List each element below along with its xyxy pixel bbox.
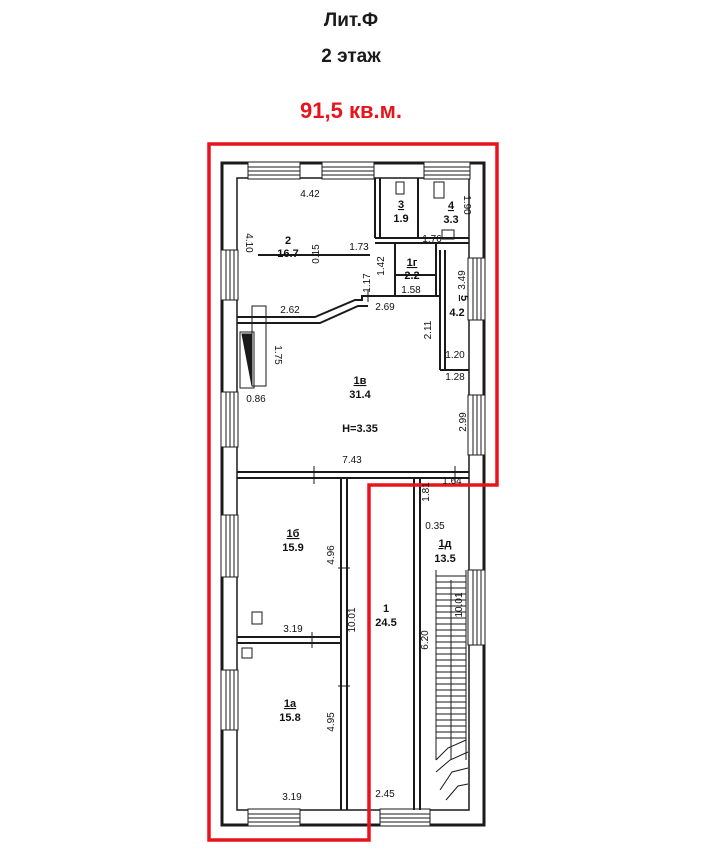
dim-label: 10.01 (454, 592, 465, 617)
room-1d-area: 13.5 (434, 553, 455, 565)
room-2-area: 16.7 (277, 248, 298, 260)
dim-label: 1.73 (349, 242, 369, 253)
room-4-area: 3.3 (443, 214, 458, 226)
fixtures (239, 181, 456, 687)
dim-label: 4.96 (326, 545, 337, 565)
dim-label: 10.01 (347, 607, 358, 632)
dim-label: 3.49 (457, 270, 468, 290)
room-1d-id: 1д (438, 538, 451, 550)
windows (220, 161, 486, 827)
dim-label: 2.62 (280, 305, 300, 316)
dimension-labels: 4.42 1.90 4.10 0.15 1.73 1.76 1.42 1.17 … (243, 189, 472, 803)
dim-label: 3.19 (282, 792, 302, 803)
dim-label: 2.45 (375, 789, 395, 800)
dim-label: 4.42 (300, 189, 320, 200)
dim-label: 1.81 (421, 482, 432, 502)
dim-label: 1.75 (272, 345, 283, 365)
room-1v-id: 1в (354, 375, 367, 387)
floor-title: 2 этаж (321, 46, 381, 67)
dim-label: 4.10 (243, 233, 254, 253)
room-3-area: 1.9 (393, 213, 408, 225)
dim-label: 2.99 (458, 412, 469, 432)
dim-label: 1.42 (376, 256, 387, 276)
dim-label: 1.28 (445, 372, 465, 383)
dim-label: 3.19 (283, 624, 303, 635)
room-1a-id: 1а (284, 698, 297, 710)
room-1b-id: 1б (287, 528, 300, 540)
room-1b-area: 15.9 (282, 542, 303, 554)
room-labels: 2 16.7 3 1.9 4 3.3 1г 2.2 5 4.2 1в 31.4 … (277, 199, 470, 724)
dim-label: 2.69 (375, 302, 395, 313)
dim-label: 1.20 (445, 350, 465, 361)
dim-label: 4.95 (326, 712, 337, 732)
interior-walls (237, 178, 469, 810)
dim-label: 1.90 (461, 195, 472, 215)
dim-label: 0.86 (246, 394, 266, 405)
room-3-id: 3 (398, 199, 404, 211)
room-1-id: 1 (383, 603, 389, 615)
dim-label: 1.64 (442, 476, 462, 487)
room-1a-area: 15.8 (279, 712, 300, 724)
area-label: 91,5 кв.м. (300, 98, 402, 123)
room-4-id: 4 (448, 200, 455, 212)
ceiling-height: H=3.35 (342, 423, 378, 435)
room-1g-area: 2.2 (404, 270, 419, 282)
room-5-id: 5 (458, 295, 470, 301)
dim-label: 1.76 (422, 234, 442, 245)
dim-label: 7.43 (342, 455, 362, 466)
building-title: Лит.Ф (323, 10, 379, 31)
dim-label: 2.11 (423, 320, 434, 339)
room-5-area: 4.2 (449, 307, 464, 319)
dim-label: 0.15 (311, 244, 322, 264)
room-2-id: 2 (285, 235, 291, 247)
dim-label: 1.58 (401, 285, 421, 296)
staircase (435, 570, 469, 801)
dim-label: 6.20 (420, 630, 431, 650)
dim-label: 0.35 (425, 521, 445, 532)
dim-label: 1.17 (362, 273, 373, 293)
room-1v-area: 31.4 (349, 389, 371, 401)
room-1-area: 24.5 (375, 617, 396, 629)
highlight-outline (207, 142, 499, 842)
room-1g-id: 1г (407, 257, 418, 269)
